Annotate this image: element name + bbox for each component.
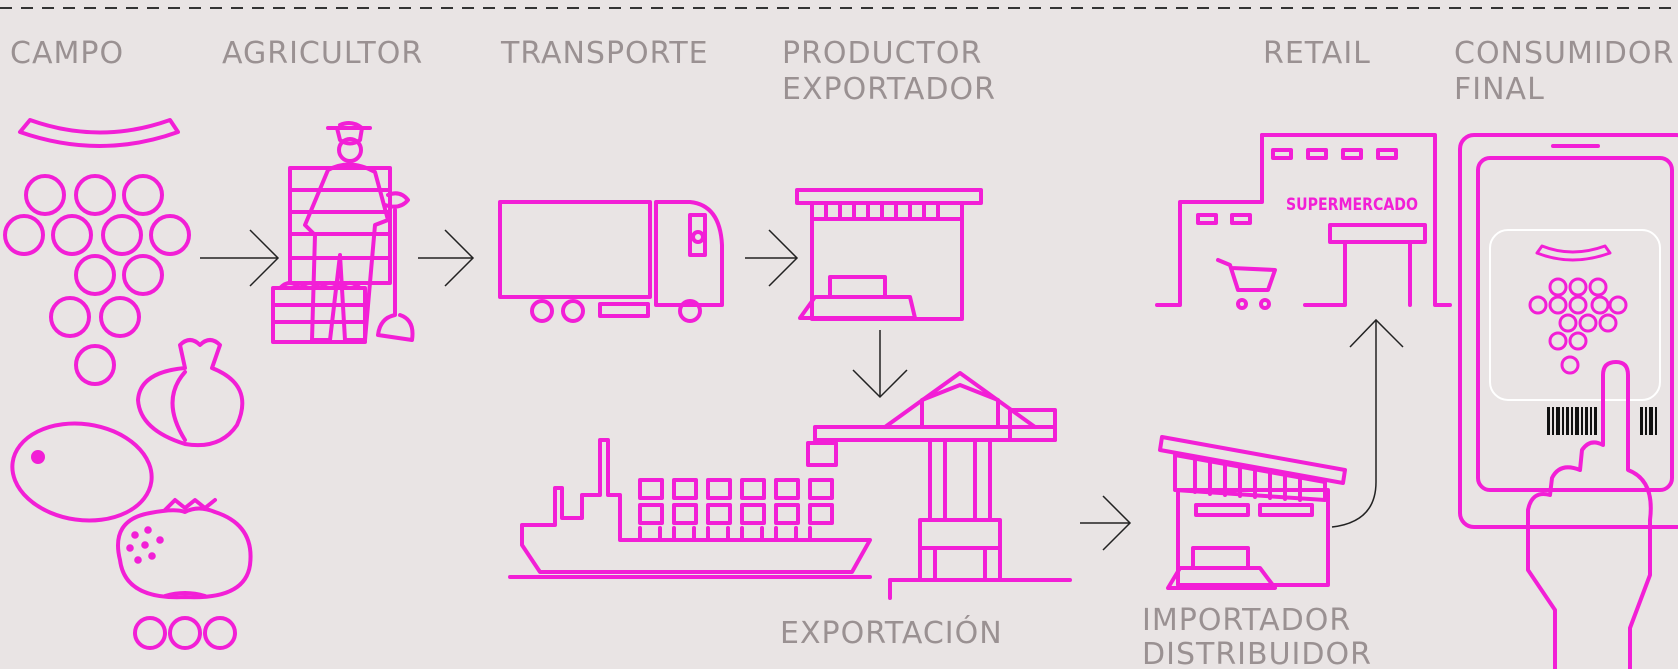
arrow-exportacion-to-importador [1080,495,1132,551]
hand-icon [1526,360,1653,669]
phone-grapes-icon [1528,244,1628,375]
label-agricultor: AGRICULTOR [222,36,424,71]
arrow-campo-to-agricultor [200,229,280,287]
farmer-icon [271,121,415,344]
label-importador: IMPORTADOR [1142,603,1352,638]
truck-icon [498,200,724,323]
arrow-productor-to-exportacion [852,330,908,399]
label-exportador: EXPORTADOR [782,72,996,107]
label-transporte: TRANSPORTE [501,36,709,71]
label-final: FINAL [1454,72,1545,107]
label-campo: CAMPO [10,36,125,71]
supermarket-sign: SUPERMERCADO [1286,195,1418,215]
label-exportacion: EXPORTACIÓN [780,616,1003,651]
distributor-warehouse-icon [1158,435,1347,590]
label-productor: PRODUCTOR [782,36,983,71]
supermarket-icon [1155,133,1452,310]
lemon-icon [10,421,154,523]
arrow-importador-to-retail [1331,318,1404,528]
arrow-transporte-to-productor [745,229,799,287]
label-distribuidor: DISTRIBUIDOR [1142,637,1372,669]
grapes-icon [3,118,191,386]
label-consumidor: CONSUMIDOR [1454,36,1675,71]
garlic-icon [136,338,245,448]
barcode-icon [1547,407,1657,435]
warehouse-icon [795,188,983,321]
peas-icon [133,616,237,650]
label-retail: RETAIL [1263,36,1371,71]
arrow-agricultor-to-transporte [418,229,475,287]
smartphone-icon [1458,133,1678,529]
port-crane-icon [813,371,1072,600]
tomato-icon [116,498,253,600]
container-ship-icon [508,438,872,579]
